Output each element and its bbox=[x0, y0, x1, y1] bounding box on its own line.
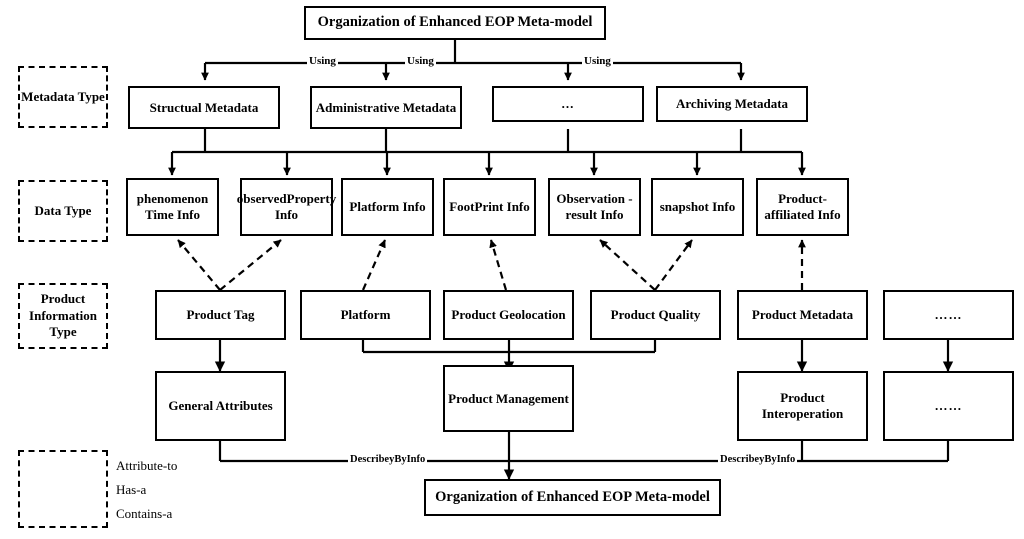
node-observedproperty-info[interactable]: observedProperty Info bbox=[236, 178, 337, 236]
node-metadata-ellipsis-label: ... bbox=[561, 96, 575, 112]
node-product-management[interactable]: Product Management bbox=[443, 365, 574, 432]
node-phenomenon-time-info[interactable]: phenomenon Time Info bbox=[126, 178, 219, 236]
node-product-management-label: Product Management bbox=[448, 390, 569, 406]
node-product-geolocation-label: Product Geolocation bbox=[451, 307, 566, 323]
node-product-metadata-label: Product Metadata bbox=[751, 307, 854, 323]
node-phenomenon-time-info-label: phenomenon Time Info bbox=[136, 191, 209, 222]
node-observation-result-info-label: Observation -result Info bbox=[556, 191, 633, 222]
node-structual-metadata[interactable]: Structual Metadata bbox=[128, 86, 280, 129]
node-observedproperty-info-label: observedProperty Info bbox=[236, 191, 337, 222]
edge-label-using-2: Using bbox=[405, 55, 436, 67]
edge-label-describeybyinfo-right: DescribeyByInfo bbox=[718, 454, 798, 466]
node-product-metadata[interactable]: Product Metadata bbox=[737, 290, 868, 340]
node-product-geolocation[interactable]: Product Geolocation bbox=[443, 290, 574, 340]
node-general-attributes[interactable]: General Attributes bbox=[155, 371, 286, 441]
node-platform-label: Platform bbox=[340, 307, 391, 323]
node-product-interoperation-label: Product Interoperation bbox=[761, 390, 844, 421]
node-platform-info[interactable]: Platform Info bbox=[341, 178, 434, 236]
node-general-attributes-label: General Attributes bbox=[168, 398, 273, 414]
node-snapshot-info-label: snapshot Info bbox=[659, 199, 736, 215]
node-product-info-ellipsis[interactable]: …… bbox=[883, 290, 1014, 340]
root-node-bottom[interactable]: Organization of Enhanced EOP Meta-model bbox=[424, 479, 721, 516]
node-product-quality[interactable]: Product Quality bbox=[590, 290, 721, 340]
node-archiving-metadata[interactable]: Archiving Metadata bbox=[656, 86, 808, 122]
node-product-info-ellipsis-label: …… bbox=[934, 307, 963, 323]
node-observation-result-info[interactable]: Observation -result Info bbox=[548, 178, 641, 236]
root-node-top-label: Organization of Enhanced EOP Meta-model bbox=[317, 14, 593, 31]
node-platform[interactable]: Platform bbox=[300, 290, 431, 340]
node-management-ellipsis-label: …… bbox=[934, 398, 963, 414]
group-label-product-information-type-text: Product Information Type bbox=[29, 290, 97, 340]
node-footprint-info[interactable]: FootPrint Info bbox=[443, 178, 536, 236]
node-product-affiliated-info[interactable]: Product- affiliated Info bbox=[756, 178, 849, 236]
node-product-tag-label: Product Tag bbox=[186, 307, 255, 323]
node-administrative-metadata[interactable]: Administrative Metadata bbox=[310, 86, 462, 129]
legend-box bbox=[18, 450, 108, 528]
node-product-tag[interactable]: Product Tag bbox=[155, 290, 286, 340]
node-product-affiliated-info-label: Product- affiliated Info bbox=[764, 191, 841, 222]
edge-label-using-1: Using bbox=[307, 55, 338, 67]
group-label-data-type: Data Type bbox=[18, 180, 108, 242]
node-metadata-ellipsis[interactable]: ... bbox=[492, 86, 644, 122]
node-administrative-metadata-label: Administrative Metadata bbox=[315, 99, 457, 115]
group-label-metadata-type-text: Metadata Type bbox=[21, 88, 105, 104]
root-node-bottom-label: Organization of Enhanced EOP Meta-model bbox=[435, 488, 710, 505]
group-label-metadata-type: Metadata Type bbox=[18, 66, 108, 128]
legend-item-has-a: Has-a bbox=[116, 482, 147, 497]
node-management-ellipsis[interactable]: …… bbox=[883, 371, 1014, 441]
group-label-product-information-type: Product Information Type bbox=[18, 283, 108, 349]
node-platform-info-label: Platform Info bbox=[349, 199, 426, 215]
node-snapshot-info[interactable]: snapshot Info bbox=[651, 178, 744, 236]
node-product-interoperation[interactable]: Product Interoperation bbox=[737, 371, 868, 441]
edge-label-using-3: Using bbox=[582, 55, 613, 67]
node-product-quality-label: Product Quality bbox=[610, 307, 701, 323]
node-footprint-info-label: FootPrint Info bbox=[449, 199, 530, 215]
node-structual-metadata-label: Structual Metadata bbox=[149, 99, 259, 115]
legend-item-contains-a: Contains-a bbox=[116, 506, 173, 521]
root-node-top[interactable]: Organization of Enhanced EOP Meta-model bbox=[304, 6, 606, 40]
legend-item-attribute-to: Attribute-to bbox=[116, 458, 178, 473]
node-archiving-metadata-label: Archiving Metadata bbox=[675, 96, 789, 112]
edge-label-describeybyinfo-left: DescribeyByInfo bbox=[348, 454, 428, 466]
group-label-data-type-text: Data Type bbox=[34, 202, 92, 218]
